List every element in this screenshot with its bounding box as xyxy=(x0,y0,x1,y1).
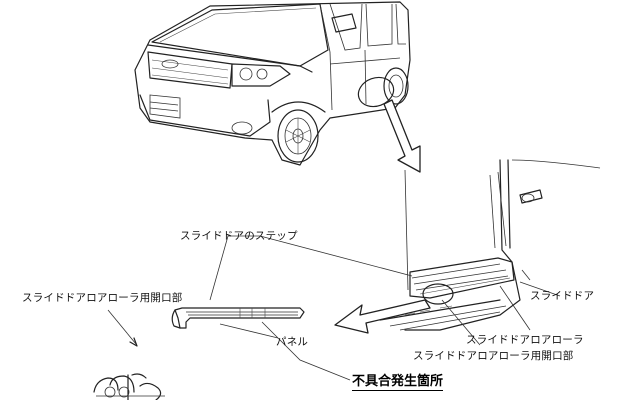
label-slide-door-step: スライドドアのステップ xyxy=(180,230,298,242)
door-detail xyxy=(379,159,601,331)
roller-part-detail xyxy=(93,373,165,400)
label-lower-roller: スライドドアロアローラ xyxy=(466,334,584,346)
label-defect-location: 不具合発生箇所 xyxy=(352,370,444,391)
callout-arrow-bottom xyxy=(334,299,431,334)
leader-lines xyxy=(107,235,531,381)
label-roller-opening-right: スライドドアロアローラ用開口部 xyxy=(413,350,574,362)
label-slide-door: スライドドア xyxy=(530,290,595,302)
van-illustration xyxy=(134,1,411,166)
callout-arrow-top xyxy=(383,99,421,173)
label-roller-opening-left: スライドドアロアローラ用開口部 xyxy=(22,292,183,304)
label-panel: パネル xyxy=(276,336,309,348)
step-section xyxy=(171,307,305,329)
